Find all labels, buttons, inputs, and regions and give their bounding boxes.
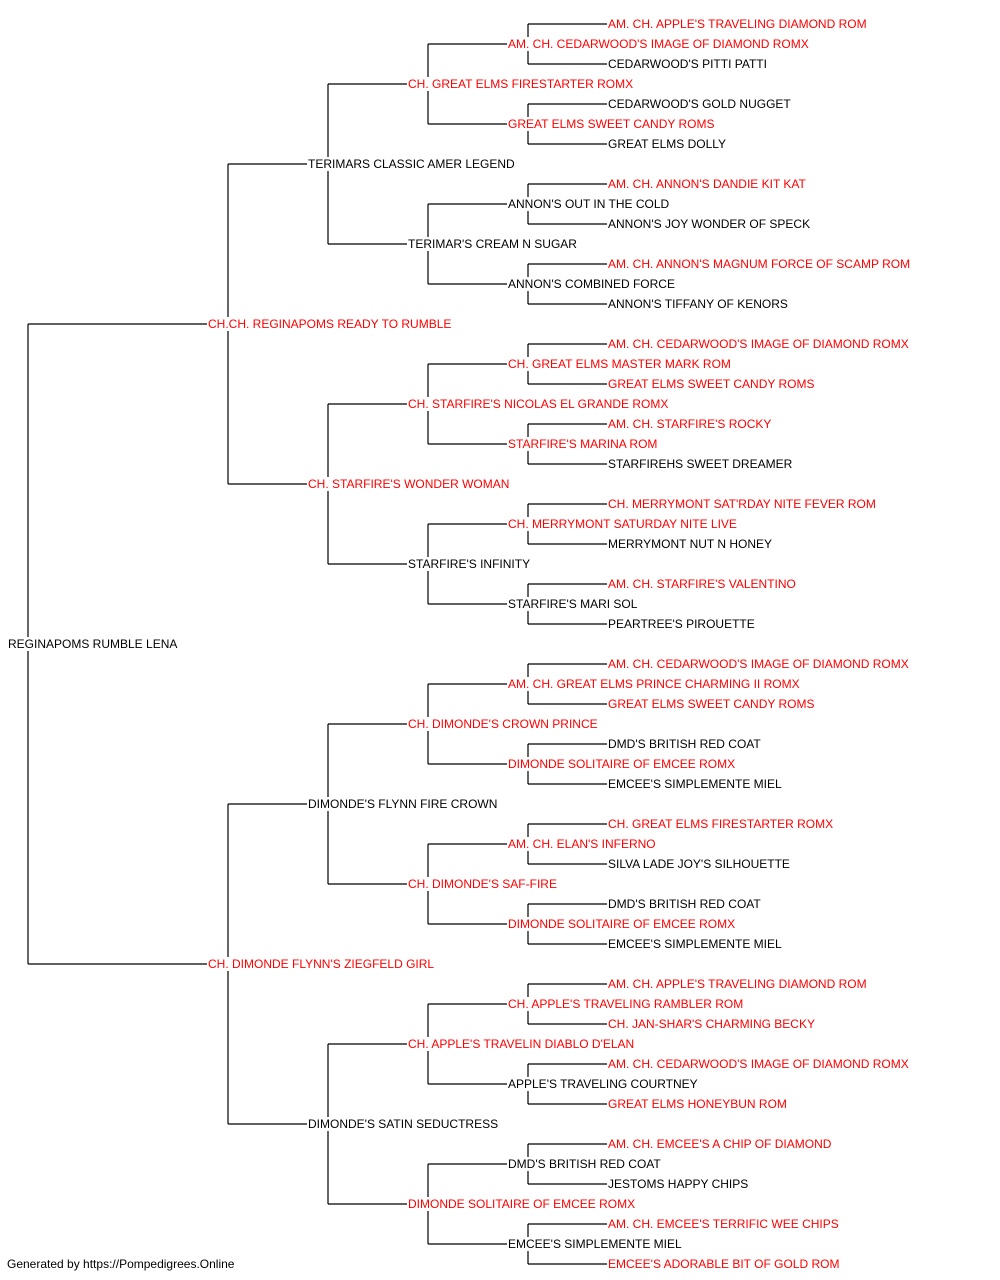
pedigree-sire-gen1: CH.CH. REGINAPOMS READY TO RUMBLE xyxy=(207,317,453,331)
pedigree-dam-gen4: APPLE'S TRAVELING COURTNEY xyxy=(507,1077,699,1091)
pedigree-dam-gen4: ANNON'S COMBINED FORCE xyxy=(507,277,676,291)
pedigree-dam-gen5: GREAT ELMS SWEET CANDY ROMS xyxy=(607,697,816,711)
pedigree-sire-gen2: TERIMARS CLASSIC AMER LEGEND xyxy=(307,157,516,171)
pedigree-sire-gen5: CH. MERRYMONT SAT'RDAY NITE FEVER ROM xyxy=(607,497,877,511)
pedigree-sire-gen5: AM. CH. EMCEE'S TERRIFIC WEE CHIPS xyxy=(607,1217,840,1231)
pedigree-sire-gen5: AM. CH. STARFIRE'S VALENTINO xyxy=(607,577,797,591)
pedigree-dam-gen5: PEARTREE'S PIROUETTE xyxy=(607,617,756,631)
pedigree-sire-gen3: CH. GREAT ELMS FIRESTARTER ROMX xyxy=(407,77,635,91)
pedigree-sire-gen4: CH. MERRYMONT SATURDAY NITE LIVE xyxy=(507,517,738,531)
pedigree-dam-gen5: ANNON'S TIFFANY OF KENORS xyxy=(607,297,789,311)
pedigree-sire-gen5: AM. CH. CEDARWOOD'S IMAGE OF DIAMOND ROM… xyxy=(607,657,910,671)
pedigree-dam-gen2: CH. STARFIRE'S WONDER WOMAN xyxy=(307,477,511,491)
pedigree-sire-gen5: DMD'S BRITISH RED COAT xyxy=(607,737,762,751)
pedigree-dam-gen5: GREAT ELMS SWEET CANDY ROMS xyxy=(607,377,816,391)
pedigree-sire-gen5: AM. CH. APPLE'S TRAVELING DIAMOND ROM xyxy=(607,977,868,991)
pedigree-dam-gen5: STARFIREHS SWEET DREAMER xyxy=(607,457,794,471)
pedigree-dam-gen4: EMCEE'S SIMPLEMENTE MIEL xyxy=(507,1237,683,1251)
pedigree-sire-gen5: CEDARWOOD'S GOLD NUGGET xyxy=(607,97,792,111)
pedigree-sire-gen5: AM. CH. ANNON'S MAGNUM FORCE OF SCAMP RO… xyxy=(607,257,912,271)
pedigree-dam-gen2: DIMONDE'S SATIN SEDUCTRESS xyxy=(307,1117,500,1131)
pedigree-sire-gen4: AM. CH. GREAT ELMS PRINCE CHARMING II RO… xyxy=(507,677,801,691)
pedigree-sire-gen4: AM. CH. ELAN'S INFERNO xyxy=(507,837,657,851)
pedigree-sire-gen4: AM. CH. CEDARWOOD'S IMAGE OF DIAMOND ROM… xyxy=(507,37,810,51)
pedigree-dam-gen5: GREAT ELMS DOLLY xyxy=(607,137,728,151)
pedigree-dam-gen3: STARFIRE'S INFINITY xyxy=(407,557,532,571)
pedigree-dam-gen4: DIMONDE SOLITAIRE OF EMCEE ROMX xyxy=(507,757,737,771)
pedigree-sire-gen3: CH. DIMONDE'S CROWN PRINCE xyxy=(407,717,599,731)
pedigree-sire-gen5: AM. CH. APPLE'S TRAVELING DIAMOND ROM xyxy=(607,17,868,31)
pedigree-dam-gen5: MERRYMONT NUT N HONEY xyxy=(607,537,774,551)
pedigree-sire-gen5: AM. CH. EMCEE'S A CHIP OF DIAMOND xyxy=(607,1137,833,1151)
generated-by-footer: Generated by https://Pompedigrees.Online xyxy=(7,1257,235,1271)
pedigree-sire-gen4: CH. GREAT ELMS MASTER MARK ROM xyxy=(507,357,732,371)
pedigree-dam-gen3: CH. DIMONDE'S SAF-FIRE xyxy=(407,877,558,891)
pedigree-sire-gen5: AM. CH. CEDARWOOD'S IMAGE OF DIAMOND ROM… xyxy=(607,337,910,351)
pedigree-dam-gen3: TERIMAR'S CREAM N SUGAR xyxy=(407,237,578,251)
pedigree-sire-gen3: CH. APPLE'S TRAVELIN DIABLO D'ELAN xyxy=(407,1037,636,1051)
pedigree-dam-gen5: SILVA LADE JOY'S SILHOUETTE xyxy=(607,857,791,871)
pedigree-sire-gen4: CH. APPLE'S TRAVELING RAMBLER ROM xyxy=(507,997,745,1011)
pedigree-dam-gen3: DIMONDE SOLITAIRE OF EMCEE ROMX xyxy=(407,1197,637,1211)
pedigree-dam-gen5: CEDARWOOD'S PITTI PATTI xyxy=(607,57,768,71)
pedigree-dam-gen5: EMCEE'S SIMPLEMENTE MIEL xyxy=(607,777,783,791)
pedigree-sire-gen5: AM. CH. CEDARWOOD'S IMAGE OF DIAMOND ROM… xyxy=(607,1057,910,1071)
pedigree-sire-gen5: AM. CH. ANNON'S DANDIE KIT KAT xyxy=(607,177,807,191)
pedigree-sire-gen5: DMD'S BRITISH RED COAT xyxy=(607,897,762,911)
pedigree-sire-gen5: AM. CH. STARFIRE'S ROCKY xyxy=(607,417,773,431)
pedigree-dam-gen4: STARFIRE'S MARINA ROM xyxy=(507,437,659,451)
pedigree-subject: REGINAPOMS RUMBLE LENA xyxy=(7,637,179,651)
pedigree-sire-gen4: DMD'S BRITISH RED COAT xyxy=(507,1157,662,1171)
pedigree-dam-gen5: EMCEE'S SIMPLEMENTE MIEL xyxy=(607,937,783,951)
pedigree-sire-gen5: CH. GREAT ELMS FIRESTARTER ROMX xyxy=(607,817,835,831)
pedigree-dam-gen5: CH. JAN-SHAR'S CHARMING BECKY xyxy=(607,1017,816,1031)
pedigree-dam-gen4: DIMONDE SOLITAIRE OF EMCEE ROMX xyxy=(507,917,737,931)
pedigree-sire-gen2: DIMONDE'S FLYNN FIRE CROWN xyxy=(307,797,499,811)
pedigree-dam-gen5: GREAT ELMS HONEYBUN ROM xyxy=(607,1097,788,1111)
pedigree-dam-gen4: GREAT ELMS SWEET CANDY ROMS xyxy=(507,117,716,131)
pedigree-dam-gen5: EMCEE'S ADORABLE BIT OF GOLD ROM xyxy=(607,1257,841,1271)
pedigree-sire-gen4: ANNON'S OUT IN THE COLD xyxy=(507,197,671,211)
pedigree-dam-gen1: CH. DIMONDE FLYNN'S ZIEGFELD GIRL xyxy=(207,957,436,971)
pedigree-dam-gen4: STARFIRE'S MARI SOL xyxy=(507,597,639,611)
pedigree-sire-gen3: CH. STARFIRE'S NICOLAS EL GRANDE ROMX xyxy=(407,397,670,411)
pedigree-dam-gen5: ANNON'S JOY WONDER OF SPECK xyxy=(607,217,812,231)
pedigree-dam-gen5: JESTOMS HAPPY CHIPS xyxy=(607,1177,750,1191)
